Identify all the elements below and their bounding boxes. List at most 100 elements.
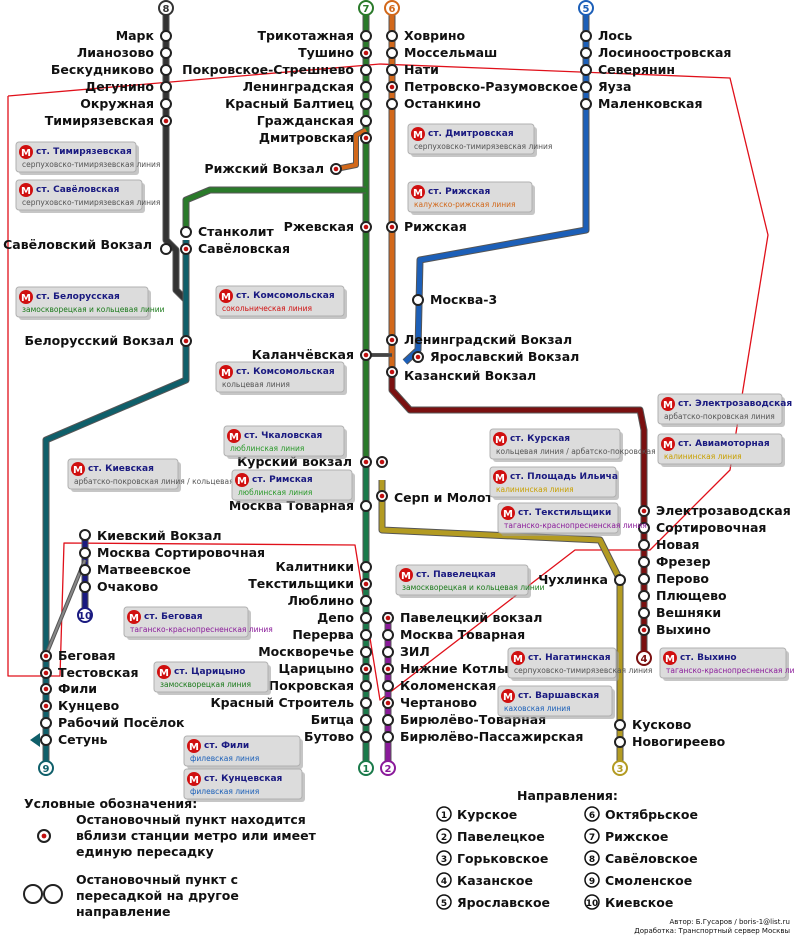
station-name: Окружная: [80, 96, 154, 111]
metro-transfer-icon: [389, 337, 395, 343]
station-l4-1-marker[interactable]: [638, 522, 650, 534]
station-l3-1-marker[interactable]: [614, 736, 626, 748]
station-l1-9-marker[interactable]: [360, 714, 372, 726]
metro-station-name: ст. Варшавская: [518, 691, 599, 701]
station-l2-7-marker[interactable]: [382, 731, 394, 743]
station-l10-2-marker[interactable]: [79, 581, 91, 593]
station-l7-5-marker[interactable]: [360, 115, 372, 127]
station-l4-5-marker[interactable]: [638, 590, 650, 602]
station-l10-1-marker[interactable]: [79, 564, 91, 576]
station-moskva-tovarnaya-k-marker[interactable]: [360, 500, 372, 512]
station-name: Ленинградский Вокзал: [404, 332, 572, 347]
station-l7-4-marker[interactable]: [360, 98, 372, 110]
metro-transfer-icon: [641, 508, 647, 514]
station-kievsky-marker[interactable]: [79, 529, 91, 541]
station-l2-6-marker[interactable]: [382, 714, 394, 726]
station-l9-5-marker[interactable]: [40, 734, 52, 746]
station-l4-2-marker[interactable]: [638, 539, 650, 551]
station-2-marker[interactable]: [160, 64, 172, 76]
station-name: Бескудниково: [51, 62, 155, 77]
station-stankolit-marker[interactable]: [180, 226, 192, 238]
station-name: Тушино: [298, 45, 354, 60]
metro-transfer-icon: [389, 369, 395, 375]
metro-logo-icon: [19, 183, 33, 197]
line-7-badge: [358, 0, 374, 16]
station-l1-10-marker[interactable]: [360, 731, 372, 743]
metro-transfer-icon: [43, 653, 49, 659]
metro-transfer-icon: [363, 50, 369, 56]
station-name: Савёловский Вокзал: [3, 237, 152, 252]
station-l5-0-marker[interactable]: [580, 30, 592, 42]
line-3-gorkovskoe: [379, 480, 623, 770]
station-name: Дегунино: [85, 79, 154, 94]
direction-number: 4: [441, 877, 447, 887]
legend-transfer-icon-2: [43, 884, 63, 904]
metro-logo-letter: M: [665, 654, 675, 665]
line-10-badge-label: 10: [78, 611, 92, 622]
station-l7-0-marker[interactable]: [360, 30, 372, 42]
directions-title: Направления:: [517, 788, 618, 803]
direction-name: Ярославское: [457, 895, 550, 910]
station-moskva3-marker[interactable]: [412, 294, 424, 306]
station-l2-1-marker[interactable]: [382, 629, 394, 641]
station-l3-0-marker[interactable]: [614, 719, 626, 731]
station-0-marker[interactable]: [160, 30, 172, 42]
station-l1-5-marker[interactable]: [360, 646, 372, 658]
station-l5-3-marker[interactable]: [580, 81, 592, 93]
direction-number-icon: [436, 850, 452, 866]
station-l6-4-marker[interactable]: [386, 98, 398, 110]
station-l1-4-marker[interactable]: [360, 629, 372, 641]
metro-logo-letter: M: [229, 432, 239, 443]
station-l1-0-marker[interactable]: [360, 561, 372, 573]
station-l9-4-marker[interactable]: [40, 717, 52, 729]
metro-line-name: филевская линия: [190, 787, 259, 796]
station-l4-4-marker[interactable]: [638, 573, 650, 585]
station-name: Покровская: [269, 678, 354, 693]
metro-station-name: ст. Площадь Ильича: [510, 472, 618, 482]
station-l5-1-marker[interactable]: [580, 47, 592, 59]
station-name: Тестовская: [58, 665, 139, 680]
metro-logo-icon: [501, 689, 515, 703]
station-l7-3-marker[interactable]: [360, 81, 372, 93]
station-name: Царицыно: [278, 661, 354, 676]
station-1-marker[interactable]: [160, 47, 172, 59]
metro-line-name: люблинская линия: [238, 488, 312, 497]
direction-number: 8: [589, 855, 595, 865]
metro-station-name: ст. Павелецкая: [416, 570, 496, 580]
station-l10-0-marker[interactable]: [79, 547, 91, 559]
station-l1-3-marker[interactable]: [360, 612, 372, 624]
metro-logo-icon: [493, 432, 507, 446]
station-l4-3-marker[interactable]: [638, 556, 650, 568]
direction-number: 6: [589, 811, 595, 821]
metro-logo-letter: M: [237, 476, 247, 487]
station-l7-2-marker[interactable]: [360, 64, 372, 76]
station-name: Матвеевское: [97, 562, 191, 577]
station-l1-2-marker[interactable]: [360, 595, 372, 607]
station-name: Трикотажная: [257, 28, 354, 43]
station-l6-1-marker[interactable]: [386, 47, 398, 59]
station-name: Сетунь: [58, 732, 108, 747]
station-l1-8-marker[interactable]: [360, 697, 372, 709]
station-l6-2-marker[interactable]: [386, 64, 398, 76]
station-l2-4-marker[interactable]: [382, 680, 394, 692]
station-name: Тимирязевская: [45, 113, 154, 128]
station-l4-6-marker[interactable]: [638, 607, 650, 619]
station-chukhlinka-marker[interactable]: [614, 574, 626, 586]
station-l5-4-marker[interactable]: [580, 98, 592, 110]
direction-number: 9: [589, 877, 595, 887]
station-l6-0-marker[interactable]: [386, 30, 398, 42]
station-4-marker[interactable]: [160, 98, 172, 110]
station-l5-2-marker[interactable]: [580, 64, 592, 76]
metro-logo-icon: [127, 610, 141, 624]
station-savelovsky-a-marker[interactable]: [160, 243, 172, 255]
station-l1-7-marker[interactable]: [360, 680, 372, 692]
station-l2-2-marker[interactable]: [382, 646, 394, 658]
legend: Условные обозначения:Остановочный пункт …: [23, 796, 316, 919]
metro-line-name: замоскворецкая линия: [160, 680, 251, 689]
station-name: Выхино: [656, 622, 711, 637]
station-3-marker[interactable]: [160, 81, 172, 93]
